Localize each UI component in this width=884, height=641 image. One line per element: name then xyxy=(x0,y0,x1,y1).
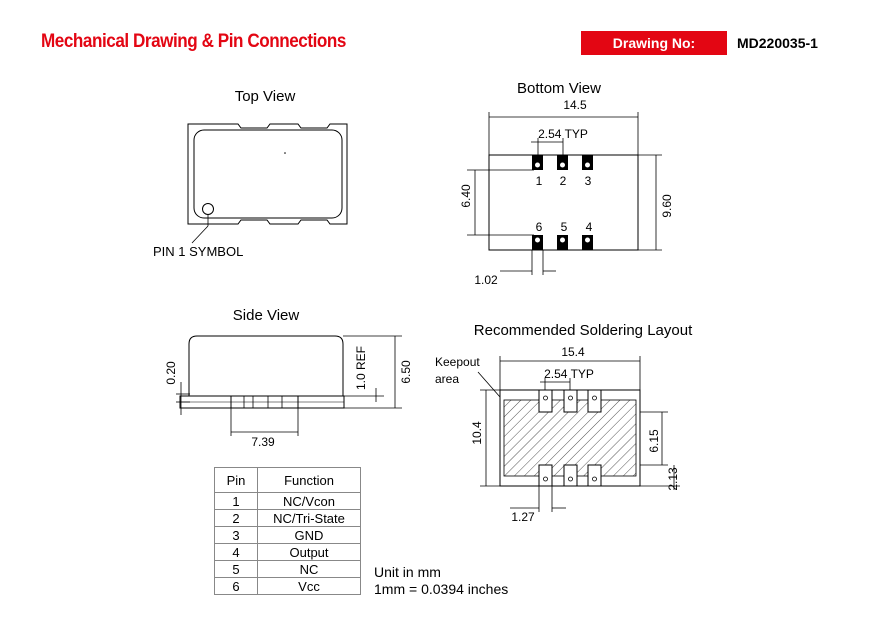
bottom-pitch-dim: 2.54 TYP xyxy=(538,127,588,141)
soldering-layout-title: Recommended Soldering Layout xyxy=(474,322,693,339)
pin1-symbol-label: PIN 1 SYMBOL xyxy=(153,244,243,259)
pin1-leader-diag xyxy=(191,225,209,244)
center-dot xyxy=(284,152,286,154)
page-title: Mechanical Drawing & Pin Connections xyxy=(41,31,346,52)
unit-note: Unit in mm xyxy=(374,564,441,580)
solder-padwidth-dim: 1.27 xyxy=(511,510,535,524)
bottom-view-title: Bottom View xyxy=(517,80,601,97)
solder-pads-top xyxy=(538,389,602,413)
bottom-view: Bottom View 14.5 2.54 TYP 1 2 3 xyxy=(459,80,674,287)
bottom-pin-label: 3 xyxy=(585,174,592,188)
side-height-dim: 6.50 xyxy=(399,360,413,384)
pin-function: NC/Vcon xyxy=(257,492,361,510)
drawing-number: MD220035-1 xyxy=(737,35,818,51)
keepout-label: area xyxy=(435,372,459,386)
keepout-label: Keepout xyxy=(435,355,480,369)
solder-padlen-dim: 2.13 xyxy=(666,467,680,491)
table-header-row: Pin Function xyxy=(214,467,361,493)
side-ref-dim: 1.0 REF xyxy=(354,346,368,390)
bottom-height-dim: 9.60 xyxy=(660,194,674,218)
side-view-lid xyxy=(188,335,344,396)
pin-function: NC xyxy=(257,560,361,578)
table-row: 4 Output xyxy=(214,543,361,561)
pin-function-table: Pin Function 1 NC/Vcon 2 NC/Tri-State 3 … xyxy=(214,467,361,595)
pin-function: GND xyxy=(257,526,361,544)
pin-number: 4 xyxy=(214,543,258,561)
top-view-title: Top View xyxy=(235,88,296,105)
bottom-pin-label: 5 xyxy=(561,220,568,234)
solder-pads-bottom xyxy=(538,464,602,487)
solder-pitch-dim: 2.54 TYP xyxy=(544,367,594,381)
pin-number: 3 xyxy=(214,526,258,544)
bottom-padspan-dim: 6.40 xyxy=(459,184,473,208)
side-view-title: Side View xyxy=(233,307,300,324)
solder-width-dim: 15.4 xyxy=(561,345,585,359)
bottom-pin-label: 1 xyxy=(536,174,543,188)
bottom-pin-label: 6 xyxy=(536,220,543,234)
bottom-pin-label: 2 xyxy=(560,174,567,188)
pin-function: NC/Tri-State xyxy=(257,509,361,527)
solder-height-dim: 10.4 xyxy=(470,421,484,445)
bottom-pin-label: 4 xyxy=(586,220,593,234)
top-view-package-outline xyxy=(187,123,348,225)
pin-function: Vcc xyxy=(257,577,361,595)
side-length-dim: 7.39 xyxy=(251,435,275,449)
pin-number: 6 xyxy=(214,577,258,595)
top-view-lid xyxy=(193,129,343,219)
pin-number: 5 xyxy=(214,560,258,578)
side-view-pads xyxy=(230,395,299,409)
table-row: 3 GND xyxy=(214,526,361,544)
bottom-width-dim: 14.5 xyxy=(563,98,587,112)
pin1-marker-icon xyxy=(202,203,214,215)
pin-number: 1 xyxy=(214,492,258,510)
table-header-function: Function xyxy=(257,467,361,493)
drawing-number-label: Drawing No: xyxy=(581,31,727,55)
bottom-pads-top xyxy=(532,155,593,170)
pin-number: 2 xyxy=(214,509,258,527)
soldering-layout: Recommended Soldering Layout 15.4 Keepou… xyxy=(435,322,693,524)
table-row: 6 Vcc xyxy=(214,577,361,595)
bottom-pads-bottom xyxy=(532,235,593,250)
conversion-note: 1mm = 0.0394 inches xyxy=(374,581,509,597)
table-row: 5 NC xyxy=(214,560,361,578)
bottom-padwidth-dim: 1.02 xyxy=(474,273,498,287)
table-row: 2 NC/Tri-State xyxy=(214,509,361,527)
side-standoff-dim: 0.20 xyxy=(164,361,178,385)
table-row: 1 NC/Vcon xyxy=(214,492,361,510)
pin-function: Output xyxy=(257,543,361,561)
side-view: Side View 0.20 1.0 REF 6.50 7.39 xyxy=(164,307,413,449)
table-header-pin: Pin xyxy=(214,467,258,493)
solder-padspan-dim: 6.15 xyxy=(647,429,661,453)
top-view: Top View PIN 1 SYMBOL xyxy=(153,88,348,259)
keepout-leader xyxy=(477,371,501,398)
